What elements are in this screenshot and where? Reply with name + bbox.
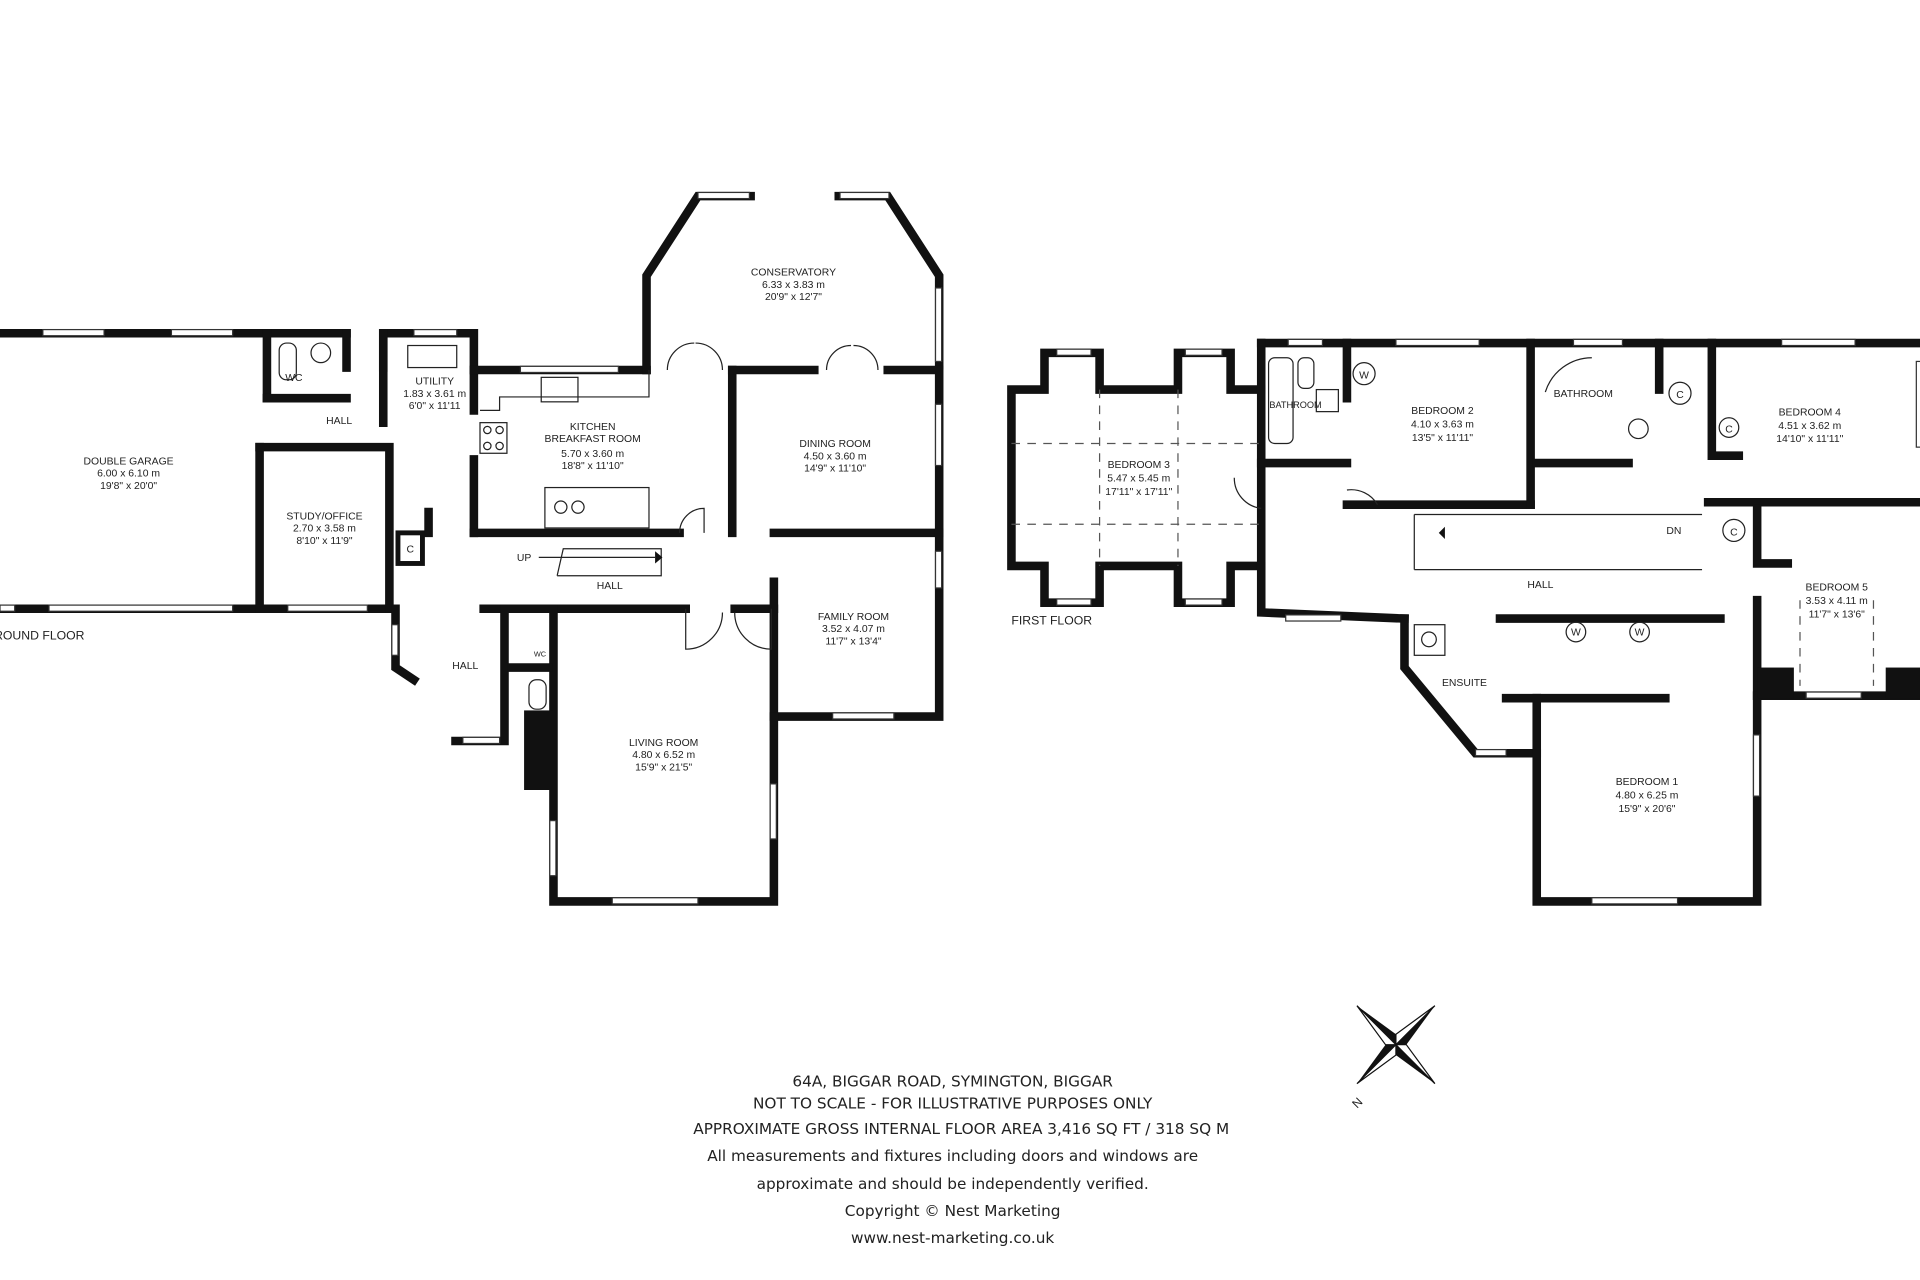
room-label-wc: WC (285, 373, 303, 384)
room-label-utility: UTILITY 1.83 x 3.61 m 6'0" x 11'11 (403, 377, 466, 412)
room-label-hall: HALL (326, 416, 352, 427)
chimney-breast (524, 710, 554, 790)
svg-text:15'9" x 20'6": 15'9" x 20'6" (1618, 804, 1675, 815)
svg-text:BEDROOM 3: BEDROOM 3 (1108, 460, 1171, 471)
svg-text:C: C (1725, 424, 1733, 435)
room-label-bedroom-4: BEDROOM 4 4.51 x 3.62 m 14'10" x 11'11" (1776, 407, 1843, 445)
first-floor-plan: W C C C W W BEDROOM 3 (1007, 338, 1920, 906)
svg-text:18'8" x 11'10": 18'8" x 11'10" (562, 461, 624, 472)
svg-text:W: W (1635, 628, 1645, 639)
svg-text:BEDROOM 2: BEDROOM 2 (1411, 406, 1474, 417)
svg-text:2.70 x 3.58 m: 2.70 x 3.58 m (293, 524, 356, 535)
svg-text:14'9" x 11'10": 14'9" x 11'10" (804, 464, 866, 475)
first-floor-windows (1056, 338, 1920, 905)
room-label-living: LIVING ROOM 4.80 x 6.52 m 15'9" x 21'5" (629, 738, 698, 773)
svg-text:1.83 x 3.61 m: 1.83 x 3.61 m (403, 389, 466, 400)
scale-note: NOT TO SCALE - FOR ILLUSTRATIVE PURPOSES… (753, 1094, 1153, 1112)
svg-text:UTILITY: UTILITY (415, 377, 454, 388)
svg-text:DINING ROOM: DINING ROOM (799, 439, 871, 450)
svg-text:5.70 x 3.60 m: 5.70 x 3.60 m (561, 449, 624, 460)
ground-floor-walls (0, 191, 944, 906)
svg-text:3.52 x 4.07 m: 3.52 x 4.07 m (822, 624, 885, 635)
svg-text:FAMILY ROOM: FAMILY ROOM (818, 612, 889, 623)
room-label-bathroom: BATHROOM (1554, 389, 1613, 400)
room-label-double-garage: DOUBLE GARAGE 6.00 x 6.10 m 19'8" x 20'0… (84, 456, 174, 491)
svg-text:20'9" x 12'7": 20'9" x 12'7" (765, 292, 822, 303)
svg-text:BEDROOM 5: BEDROOM 5 (1806, 582, 1869, 593)
svg-text:CONSERVATORY: CONSERVATORY (751, 268, 836, 279)
room-label-bathroom: BATHROOM (1269, 400, 1321, 410)
disclaimer-line-1: All measurements and fixtures including … (707, 1147, 1198, 1165)
ground-floor-windows (0, 191, 943, 905)
svg-text:4.51 x 3.62 m: 4.51 x 3.62 m (1778, 421, 1841, 432)
svg-text:6.33 x 3.83 m: 6.33 x 3.83 m (762, 280, 825, 291)
stairs-up-label: UP (517, 553, 532, 564)
room-label-wc: WC (534, 650, 547, 659)
room-label-ensuite: ENSUITE (1442, 678, 1487, 689)
disclaimer-line-2: approximate and should be independently … (757, 1175, 1149, 1193)
svg-text:4.50 x 3.60 m: 4.50 x 3.60 m (804, 451, 867, 462)
room-label-bedroom-5: BEDROOM 5 3.53 x 4.11 m 11'7" x 13'6" (1806, 582, 1869, 620)
svg-text:15'9" x 21'5": 15'9" x 21'5" (635, 762, 692, 773)
room-label-bedroom-2: BEDROOM 2 4.10 x 3.63 m 13'5" x 11'11" (1411, 406, 1474, 444)
svg-text:3.53 x 4.11 m: 3.53 x 4.11 m (1806, 596, 1868, 607)
room-label-kitchen: KITCHEN BREAKFAST ROOM 5.70 x 3.60 m 18'… (545, 422, 641, 472)
room-label-dining: DINING ROOM 4.50 x 3.60 m 14'9" x 11'10" (799, 439, 871, 474)
floor-label-ground: GROUND FLOOR (0, 628, 85, 642)
website-link[interactable]: www.nest-marketing.co.uk (851, 1229, 1054, 1247)
svg-text:8'10" x 11'9": 8'10" x 11'9" (296, 536, 353, 547)
room-label-bedroom-3: BEDROOM 3 5.47 x 5.45 m 17'11" x 17'11" (1105, 460, 1172, 498)
svg-text:13'5" x 11'11": 13'5" x 11'11" (1412, 433, 1474, 444)
svg-text:KITCHEN: KITCHEN (570, 422, 616, 433)
svg-text:C: C (1730, 527, 1738, 538)
svg-text:17'11" x 17'11": 17'11" x 17'11" (1105, 487, 1172, 498)
svg-text:W: W (1571, 628, 1581, 639)
stairs-down-label: DN (1666, 526, 1681, 537)
copyright: Copyright © Nest Marketing (845, 1202, 1061, 1220)
ground-floor-plan: DOUBLE GARAGE 6.00 x 6.10 m 19'8" x 20'0… (0, 191, 944, 906)
svg-text:DOUBLE GARAGE: DOUBLE GARAGE (84, 456, 174, 467)
svg-text:4.80 x 6.25 m: 4.80 x 6.25 m (1615, 791, 1678, 802)
north-label: N (1349, 1095, 1365, 1111)
svg-text:4.10 x 3.63 m: 4.10 x 3.63 m (1411, 420, 1474, 431)
floor-area: APPROXIMATE GROSS INTERNAL FLOOR AREA 3,… (693, 1120, 1229, 1138)
address: 64A, BIGGAR ROAD, SYMINGTON, BIGGAR (792, 1072, 1113, 1090)
svg-text:4.80 x 6.52 m: 4.80 x 6.52 m (632, 750, 695, 761)
room-label-conservatory: CONSERVATORY 6.33 x 3.83 m 20'9" x 12'7" (751, 268, 836, 303)
room-label-bedroom-1: BEDROOM 1 4.80 x 6.25 m 15'9" x 20'6" (1615, 777, 1678, 815)
cupboard-marker: C (406, 544, 414, 555)
svg-text:C: C (1676, 390, 1684, 401)
ground-floor-fixtures (278, 342, 879, 710)
svg-text:11'7" x 13'4": 11'7" x 13'4" (825, 636, 882, 647)
wardrobe-marker: W (1359, 371, 1369, 382)
floor-label-first: FIRST FLOOR (1011, 614, 1092, 628)
svg-text:BREAKFAST ROOM: BREAKFAST ROOM (545, 434, 641, 445)
first-floor-labels: BEDROOM 3 5.47 x 5.45 m 17'11" x 17'11" … (1011, 389, 1868, 815)
room-label-study: STUDY/OFFICE 2.70 x 3.58 m 8'10" x 11'9" (286, 511, 362, 546)
first-floor-fixtures: W C C C W W (1011, 357, 1875, 686)
svg-text:STUDY/OFFICE: STUDY/OFFICE (286, 511, 362, 522)
compass-rose-icon (1356, 1005, 1436, 1085)
svg-text:BEDROOM 4: BEDROOM 4 (1779, 407, 1842, 418)
svg-text:19'8" x 20'0": 19'8" x 20'0" (100, 481, 157, 492)
ground-floor-labels: DOUBLE GARAGE 6.00 x 6.10 m 19'8" x 20'0… (0, 268, 889, 774)
footer-text: 64A, BIGGAR ROAD, SYMINGTON, BIGGAR NOT … (693, 1072, 1229, 1247)
room-label-hall: HALL (1527, 580, 1553, 591)
svg-text:6.00 x 6.10 m: 6.00 x 6.10 m (97, 469, 160, 480)
room-label-hall: HALL (597, 581, 623, 592)
svg-text:11'7" x 13'6": 11'7" x 13'6" (1809, 609, 1866, 620)
svg-text:6'0" x 11'11: 6'0" x 11'11 (409, 401, 461, 412)
svg-text:5.47 x 5.45 m: 5.47 x 5.45 m (1107, 473, 1170, 484)
svg-text:BEDROOM 1: BEDROOM 1 (1616, 777, 1679, 788)
room-label-family: FAMILY ROOM 3.52 x 4.07 m 11'7" x 13'4" (818, 612, 889, 647)
room-label-hall: HALL (452, 661, 478, 672)
svg-text:14'10" x 11'11": 14'10" x 11'11" (1776, 434, 1843, 445)
svg-text:LIVING ROOM: LIVING ROOM (629, 738, 698, 749)
